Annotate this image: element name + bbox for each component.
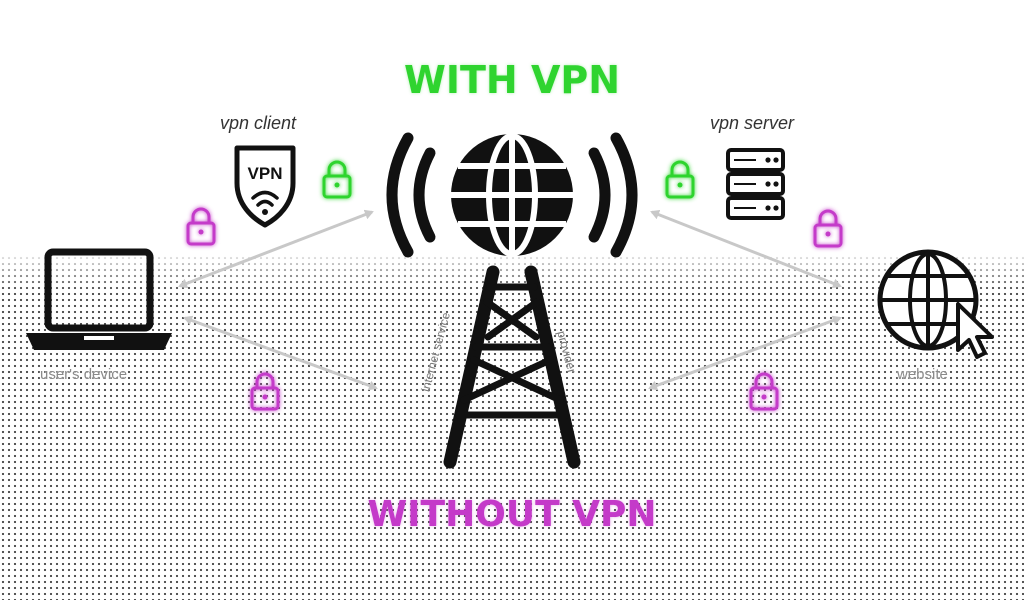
arrow-isp-to-server-with-vpn xyxy=(650,209,842,289)
vpn-shield-icon xyxy=(234,145,296,228)
globe-broadcast-icon xyxy=(386,132,638,258)
with-vpn-title: WITH VPN xyxy=(403,58,621,102)
vpn-server-label: vpn server xyxy=(710,113,795,133)
without-vpn-title: WITHOUT VPN xyxy=(367,494,657,535)
arrow-isp-to-website-without-vpn xyxy=(648,315,842,391)
vpn-badge-label: VPN xyxy=(248,164,283,183)
server-icon xyxy=(726,148,785,220)
users-device-label: user's device xyxy=(40,366,128,383)
connection-arrows xyxy=(178,209,842,391)
vpn-client-label: vpn client xyxy=(220,113,297,133)
lock-icon xyxy=(813,209,843,248)
arrow-device-to-isp-without-vpn xyxy=(183,315,378,391)
globe-cursor-icon xyxy=(877,249,994,359)
lock-icon xyxy=(322,160,352,199)
lock-icons xyxy=(186,160,843,411)
lock-icon xyxy=(250,372,280,411)
website-label: website xyxy=(897,366,948,383)
lock-icon xyxy=(749,372,779,411)
tower-icon xyxy=(443,265,581,469)
dotted-background xyxy=(0,255,1024,600)
laptop-icon xyxy=(26,248,172,350)
arrow-device-to-isp-with-vpn xyxy=(178,209,374,289)
lock-icon xyxy=(186,207,216,246)
lock-icon xyxy=(665,160,695,199)
